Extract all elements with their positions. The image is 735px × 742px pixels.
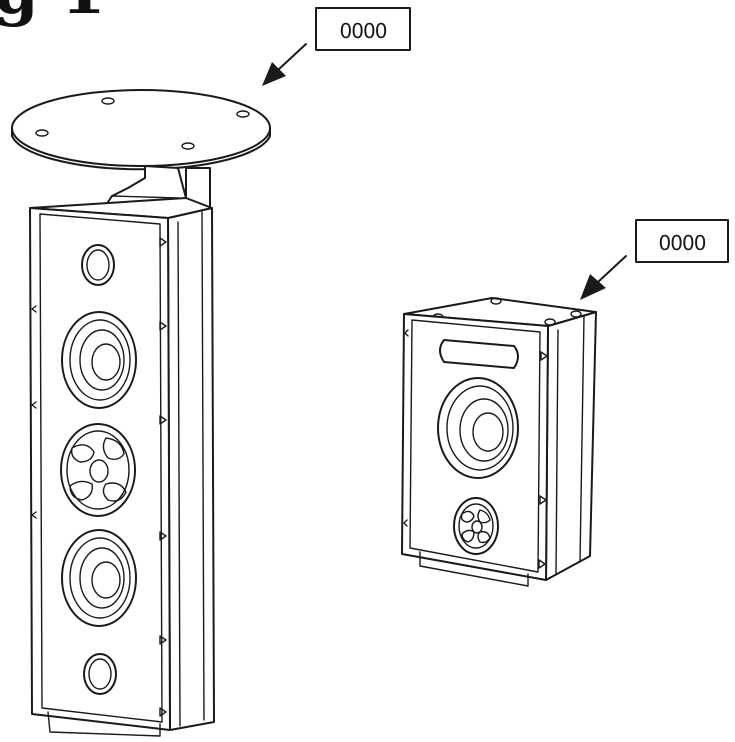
tall-speaker-assembly — [11, 89, 271, 737]
screw-label-box — [635, 219, 729, 263]
arrow-icon — [580, 274, 606, 300]
edge-tabs — [31, 237, 167, 717]
screw-label: 0000 — [340, 19, 387, 43]
plate-hole — [101, 97, 115, 105]
plate-hole — [181, 142, 195, 150]
ceiling-mount-plate — [11, 89, 271, 171]
center-tweeter — [60, 423, 136, 517]
small-speaker-side — [545, 311, 597, 581]
lower-port — [83, 653, 117, 695]
screw-label-box — [315, 7, 411, 51]
tall-speaker-screw-callout: 0000 — [262, 7, 411, 86]
speaker-grille-frame — [39, 213, 163, 723]
plate-hole — [35, 129, 49, 137]
plate-hole — [236, 110, 250, 118]
small-grille-frame — [409, 319, 541, 573]
figure-title: g 1 — [0, 0, 106, 24]
small-speaker-assembly — [401, 297, 597, 587]
small-tweeter — [453, 497, 499, 555]
screw-label: 0000 — [659, 231, 706, 255]
upper-port — [81, 244, 115, 286]
slot-port — [439, 339, 519, 369]
small-woofer — [437, 377, 519, 479]
lower-woofer — [61, 529, 137, 627]
arrow-icon — [262, 62, 286, 86]
small-speaker-screw-callout: 0000 — [580, 219, 729, 300]
upper-woofer — [61, 311, 137, 409]
tall-speaker-side — [167, 207, 215, 731]
